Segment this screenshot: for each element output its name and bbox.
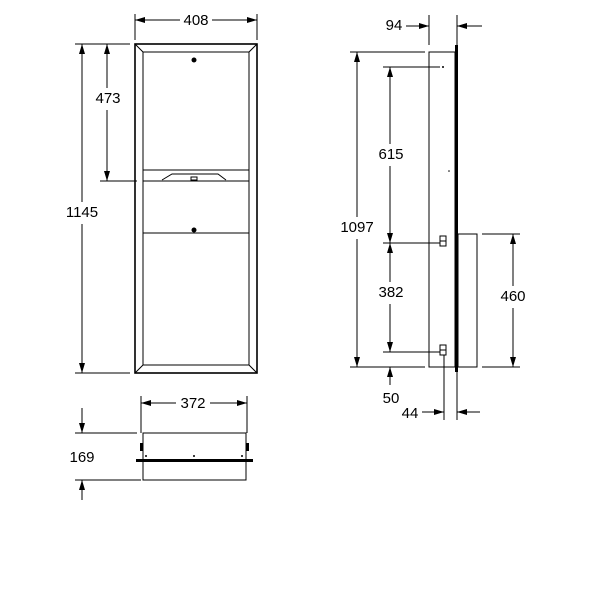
side-body <box>428 51 456 368</box>
side-view: 94 1097 615 382 50 460 44 <box>340 15 526 422</box>
towel-dispenser-slot <box>161 173 227 181</box>
mount-bracket-icon <box>439 344 447 356</box>
mount-bracket-icon <box>439 235 447 247</box>
front-view: 408 473 1145 <box>66 12 258 374</box>
front-outer-frame <box>134 43 258 374</box>
bottom-view: 372 169 <box>69 395 253 500</box>
dim-mount-offset: 44 <box>402 405 419 422</box>
dim-bottom-width: 372 <box>180 395 205 412</box>
bottom-body <box>142 432 247 481</box>
bottom-flange <box>136 459 253 462</box>
dim-side-depth: 94 <box>386 17 403 34</box>
dim-bottom-depth: 169 <box>69 449 94 466</box>
dim-lower-mount-spacing: 382 <box>378 284 403 301</box>
dim-lower-box-height: 460 <box>500 288 525 305</box>
side-wall-flange <box>455 45 458 372</box>
lock-icon <box>191 227 197 233</box>
dim-side-height: 1097 <box>340 219 373 236</box>
side-lower-box <box>457 233 478 368</box>
dim-bottom-offset: 50 <box>383 390 400 407</box>
dim-front-width: 408 <box>183 12 208 29</box>
dim-total-height: 1145 <box>66 204 98 221</box>
dim-upper-height: 473 <box>95 90 120 107</box>
front-inner-frame <box>142 51 250 366</box>
dim-upper-mount-spacing: 615 <box>378 146 403 163</box>
lock-icon <box>191 57 197 63</box>
